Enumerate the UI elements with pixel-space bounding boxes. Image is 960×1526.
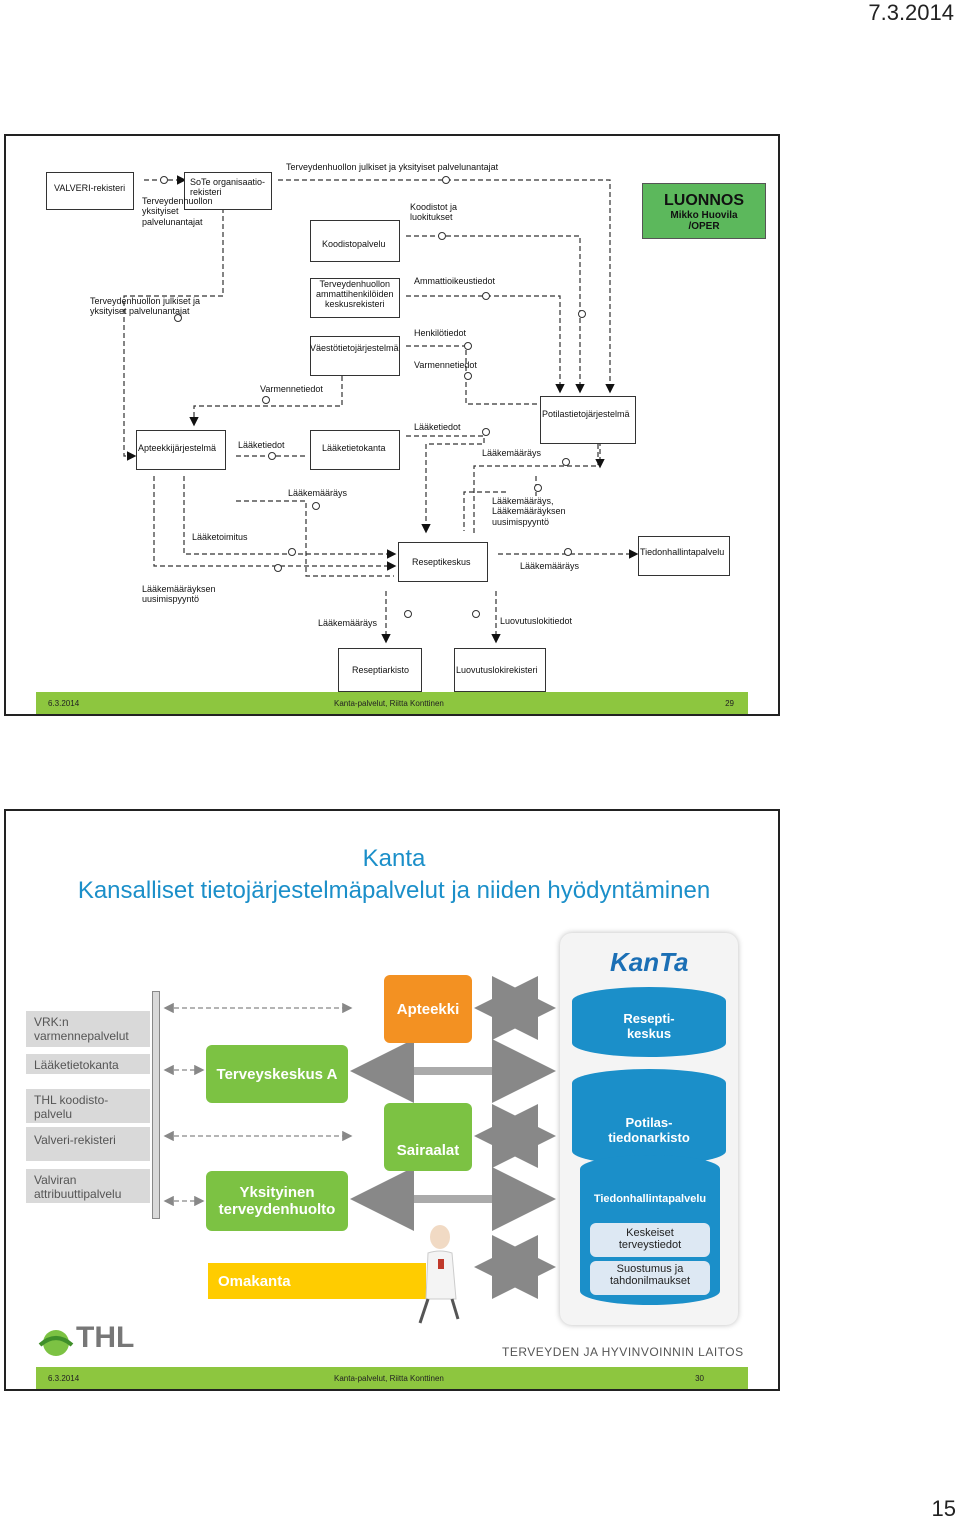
node-potilas: Potilastietojärjestelmä bbox=[540, 388, 644, 444]
node-vaesto: Väestötietojärjestelmä bbox=[310, 328, 408, 376]
node-label: Potilastietojärjestelmä bbox=[542, 409, 630, 419]
label-laakemaarays-4: Lääkemääräys bbox=[520, 561, 580, 571]
slide-footer: 6.3.2014 Kanta-palvelut, Riitta Konttine… bbox=[36, 1367, 748, 1389]
institute-name: TERVEYDEN JA HYVINVOINNIN LAITOS bbox=[502, 1345, 744, 1359]
node-label: Terveydenhuollon ammattihenkilöiden kesk… bbox=[316, 279, 394, 309]
node-reseptikeskus: Reseptikeskus bbox=[398, 534, 496, 582]
node-label: Apteekkijärjestelmä bbox=[138, 443, 217, 453]
draft-stamp: LUONNOS Mikko Huovila /OPER bbox=[642, 183, 766, 239]
draft-unit: /OPER bbox=[688, 221, 720, 232]
slide-subtitle: Kansalliset tietojärjestelmäpalvelut ja … bbox=[77, 877, 711, 904]
footer-date: 6.3.2014 bbox=[48, 699, 80, 708]
yksityinen-box: Yksityinen terveydenhuolto bbox=[206, 1171, 348, 1231]
footer-page: 30 bbox=[695, 1374, 704, 1383]
label-luovutuslokitiedot: Luovutuslokitiedot bbox=[500, 616, 573, 626]
node-sote: SoTe organisaatio- rekisteri bbox=[184, 164, 280, 210]
person-illustration bbox=[418, 1225, 460, 1324]
slide-footer: 6.3.2014 Kanta-palvelut, Riitta Konttine… bbox=[36, 692, 748, 714]
node-label: Koodistopalvelu bbox=[322, 239, 386, 249]
omakanta-box: Omakanta bbox=[208, 1263, 426, 1299]
draft-title: LUONNOS bbox=[664, 192, 744, 209]
label-laakemaarays-5: Lääkemääräys bbox=[318, 618, 378, 628]
label-varmenne-1: Varmennetiedot bbox=[260, 384, 323, 394]
label-top: Terveydenhuollon julkiset ja yksityiset … bbox=[286, 162, 499, 172]
node-apteekki: Apteekkijärjestelmä bbox=[136, 422, 234, 470]
slide-30: Kanta Kansalliset tietojärjestelmäpalvel… bbox=[4, 809, 780, 1391]
label-laakemaarays-3: Lääkemääräys, Lääkemääräyksen uusimispyy… bbox=[492, 496, 566, 527]
left-box-vrk: VRK:n varmennepalvelut bbox=[26, 1011, 150, 1047]
divider-bar bbox=[152, 991, 160, 1219]
keskeiset-box: Keskeiset terveystiedot bbox=[590, 1223, 710, 1257]
reseptikeskus-cylinder: Resepti- keskus bbox=[572, 987, 726, 1057]
draft-author: Mikko Huovila bbox=[670, 210, 738, 221]
left-box-valvira: Valviran attribuuttipalvelu bbox=[26, 1169, 150, 1203]
suostumus-box: Suostumus ja tahdonilmaukset bbox=[590, 1261, 710, 1295]
label-varmenne-2: Varmennetiedot bbox=[414, 360, 477, 370]
node-label: Reseptikeskus bbox=[412, 557, 471, 567]
label-laaketoimitus: Lääketoimitus bbox=[192, 532, 248, 542]
label-uusimis: Lääkemääräyksen uusimispyyntö bbox=[142, 584, 216, 605]
node-tiedonhallinta: Tiedonhallintapalvelu bbox=[638, 528, 738, 576]
node-label: Tiedonhallintapalvelu bbox=[640, 547, 725, 557]
label-laakemaarays-2: Lääkemääräys bbox=[482, 448, 542, 458]
footer-center: Kanta-palvelut, Riitta Konttinen bbox=[334, 699, 444, 708]
footer-date: 6.3.2014 bbox=[48, 1374, 80, 1383]
label-henkilo: Henkilötiedot bbox=[414, 328, 467, 338]
node-label: VALVERI-rekisteri bbox=[54, 183, 126, 193]
label-yksityiset: Terveydenhuollon yksityiset palvelunanta… bbox=[142, 196, 213, 227]
slide-29: LUONNOS Mikko Huovila /OPER VALVERI-reki… bbox=[4, 134, 780, 716]
page-number: 15 bbox=[931, 1496, 956, 1521]
left-box-valveri: Valveri-rekisteri bbox=[26, 1127, 150, 1161]
label-laaketiedot-1: Lääketiedot bbox=[238, 440, 285, 450]
slide-title: Kanta bbox=[362, 845, 426, 872]
sairaalat-box: Sairaalat bbox=[384, 1103, 472, 1171]
label-laaketiedot-2: Lääketiedot bbox=[414, 422, 461, 432]
potilas-cylinder: Potilas- tiedonarkisto bbox=[572, 1069, 726, 1165]
label-koodistot: Koodistot ja luokitukset bbox=[410, 202, 458, 223]
footer-center: Kanta-palvelut, Riitta Konttinen bbox=[334, 1374, 444, 1383]
terveyskeskus-box: Terveyskeskus A bbox=[206, 1045, 348, 1103]
thl-logo-text: THL bbox=[76, 1321, 135, 1354]
node-reseptiarkisto: Reseptiarkisto bbox=[338, 640, 430, 692]
label-ammattioikeus: Ammattioikeustiedot bbox=[414, 276, 496, 286]
label-laakemaarays-1: Lääkemääräys bbox=[288, 488, 348, 498]
node-label: Luovutuslokirekisteri bbox=[456, 665, 538, 675]
left-box-thl: THL koodisto- palvelu bbox=[26, 1089, 150, 1123]
footer-page: 29 bbox=[725, 699, 734, 708]
node-laaketietokanta: Lääketietokanta bbox=[310, 422, 408, 470]
node-label: Reseptiarkisto bbox=[352, 665, 410, 675]
thl-logo-icon bbox=[38, 1330, 74, 1356]
node-label: Väestötietojärjestelmä bbox=[310, 343, 399, 353]
node-ammatti: Terveydenhuollon ammattihenkilöiden kesk… bbox=[310, 270, 408, 318]
label-julkiset: Terveydenhuollon julkiset ja yksityiset … bbox=[90, 296, 201, 317]
node-valveri: VALVERI-rekisteri bbox=[46, 164, 142, 210]
kanta-logo: KanTa bbox=[610, 947, 689, 977]
page-date: 7.3.2014 bbox=[868, 0, 954, 25]
node-label: SoTe organisaatio- rekisteri bbox=[190, 177, 266, 197]
apteekki-box: Apteekki bbox=[384, 975, 472, 1043]
node-luovutusloki: Luovutuslokirekisteri bbox=[454, 640, 554, 692]
slide2-connectors bbox=[163, 976, 556, 1299]
node-koodistopalvelu: Koodistopalvelu bbox=[310, 212, 408, 262]
diagram-connectors bbox=[123, 175, 639, 644]
node-label: Lääketietokanta bbox=[322, 443, 386, 453]
left-box-laaketietokanta: Lääketietokanta bbox=[26, 1054, 150, 1074]
